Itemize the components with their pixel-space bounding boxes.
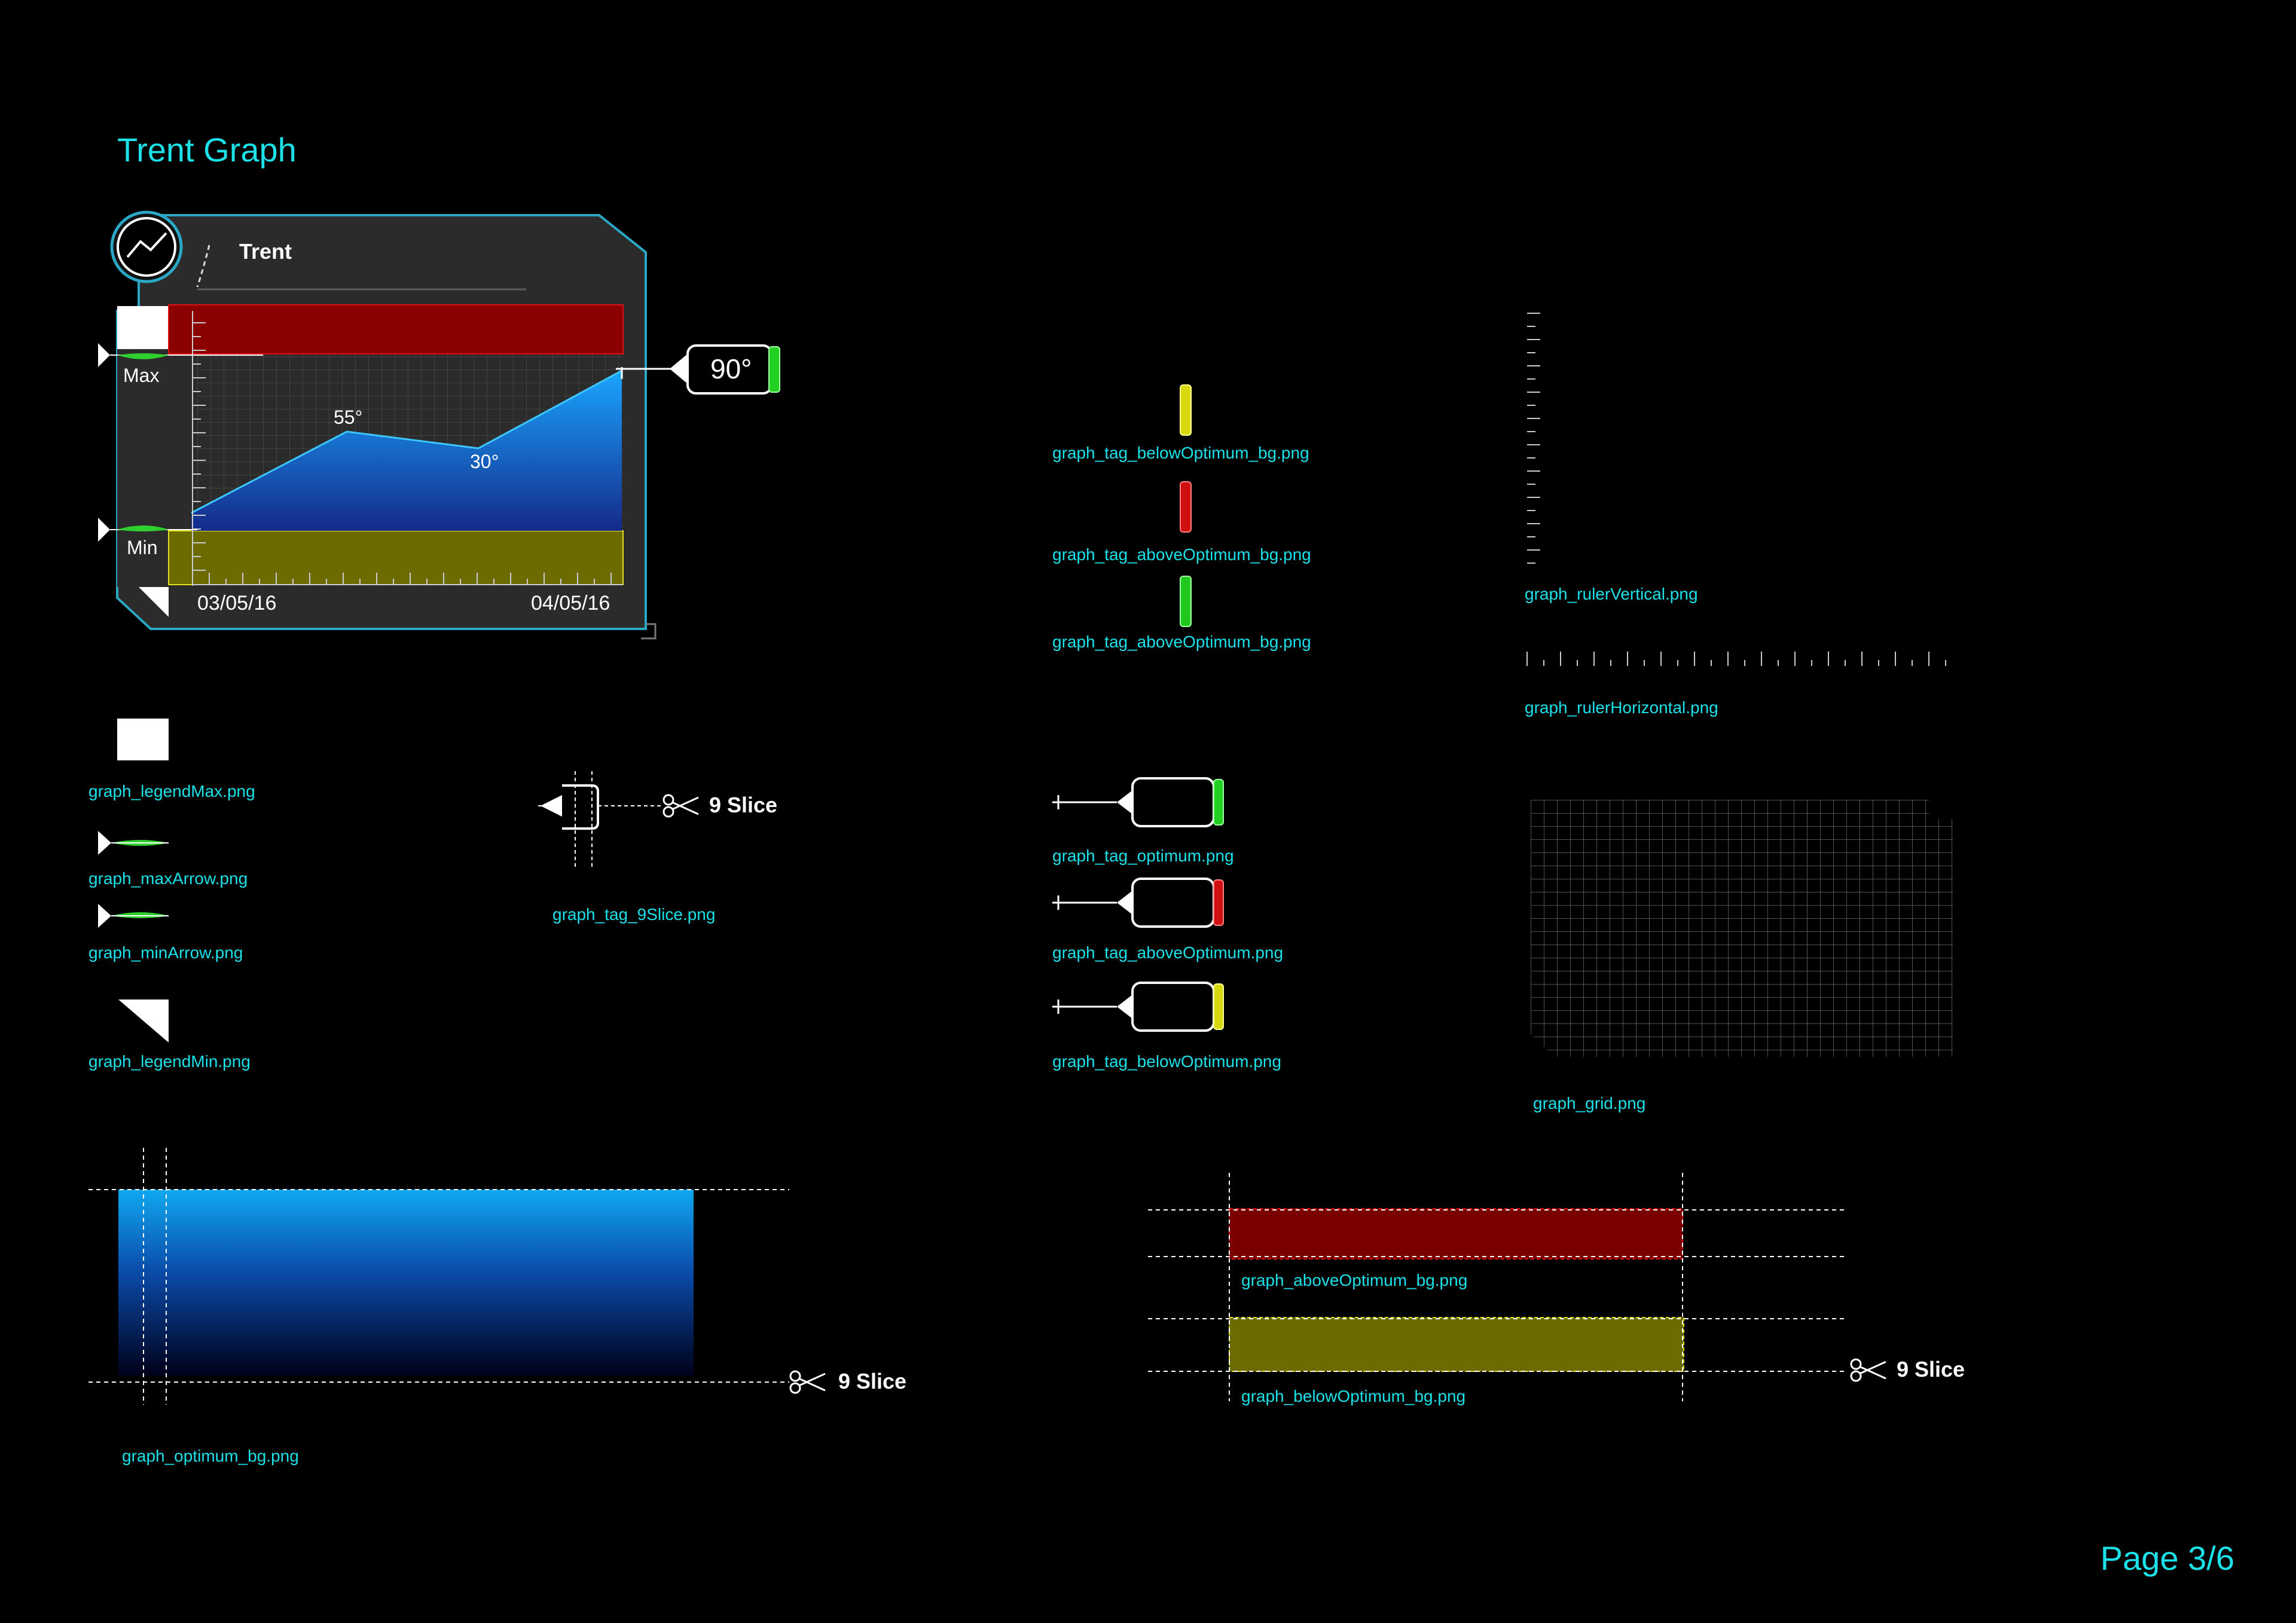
max-arrow <box>98 343 263 367</box>
ruler-vertical-asset <box>1527 313 1540 564</box>
label-below-bg: graph_belowOptimum_bg.png <box>1241 1387 1466 1405</box>
below-bg-asset <box>1229 1317 1684 1372</box>
label-tag-above: graph_tag_aboveOptimum.png <box>1052 943 1284 962</box>
ruler-horizontal-asset <box>1526 652 1946 666</box>
trend-line-icon <box>110 210 183 283</box>
slice-label-tag: 9 Slice <box>709 793 778 817</box>
above-optimum-band <box>168 304 624 354</box>
legend-min-block <box>139 587 169 617</box>
min-arrow <box>98 518 197 542</box>
widget-title: Trent <box>239 239 292 264</box>
slice-label-optimum: 9 Slice <box>838 1369 907 1393</box>
tag-bg-green <box>1180 576 1192 627</box>
tag-bg-red <box>1180 481 1192 533</box>
trend-area <box>191 371 622 531</box>
value-tag <box>616 344 780 395</box>
label-tag-below-bg: graph_tag_belowOptimum_bg.png <box>1052 444 1309 462</box>
min-arrow-asset <box>98 904 169 928</box>
max-arrow-asset <box>98 831 169 855</box>
scissors-icon <box>662 794 699 818</box>
date-end: 04/05/16 <box>531 592 610 615</box>
min-label: Min <box>127 537 158 558</box>
point-label-30: 30° <box>470 451 499 472</box>
slice-label-bands: 9 Slice <box>1897 1357 1965 1381</box>
trend-line <box>191 369 622 514</box>
tag-9slice-asset <box>538 771 664 868</box>
label-optimum-bg: graph_optimum_bg.png <box>122 1447 299 1465</box>
tag-below-asset <box>1052 982 1224 1032</box>
max-label: Max <box>123 365 160 386</box>
label-grid: graph_grid.png <box>1533 1094 1646 1112</box>
label-above-bg: graph_aboveOptimum_bg.png <box>1241 1271 1468 1289</box>
point-label-55: 55° <box>334 406 363 428</box>
page-title: Trent Graph <box>117 131 297 169</box>
label-tag-9slice: graph_tag_9Slice.png <box>552 905 716 924</box>
label-tag-optimum: graph_tag_optimum.png <box>1052 846 1234 865</box>
page-indicator: Page 3/6 <box>2100 1539 2234 1577</box>
label-legend-min: graph_legendMin.png <box>88 1052 251 1071</box>
label-min-arrow: graph_minArrow.png <box>88 943 243 962</box>
tag-above-asset <box>1052 878 1224 928</box>
label-tag-above-bg-green: graph_tag_aboveOptimum_bg.png <box>1052 632 1311 651</box>
label-tag-below: graph_tag_belowOptimum.png <box>1052 1052 1281 1071</box>
tag-optimum-asset <box>1052 777 1224 827</box>
scissors-icon <box>1850 1358 1886 1382</box>
above-bg-asset <box>1229 1208 1683 1260</box>
tag-bg-yellow <box>1180 384 1192 436</box>
grid-asset <box>1531 800 1953 1057</box>
label-ruler-horizontal: graph_rulerHorizontal.png <box>1525 698 1718 717</box>
date-start: 03/05/16 <box>197 592 277 615</box>
legend-max-asset <box>117 719 169 760</box>
scissors-icon <box>789 1370 826 1394</box>
label-legend-max: graph_legendMax.png <box>88 782 255 800</box>
label-ruler-vertical: graph_rulerVertical.png <box>1525 585 1698 603</box>
tag-value: 90° <box>710 353 752 384</box>
label-max-arrow: graph_maxArrow.png <box>88 869 248 888</box>
legend-max-block <box>117 306 169 349</box>
label-tag-above-bg-red: graph_tag_aboveOptimum_bg.png <box>1052 545 1311 564</box>
below-optimum-band <box>168 530 624 585</box>
legend-min-asset <box>118 1000 169 1043</box>
